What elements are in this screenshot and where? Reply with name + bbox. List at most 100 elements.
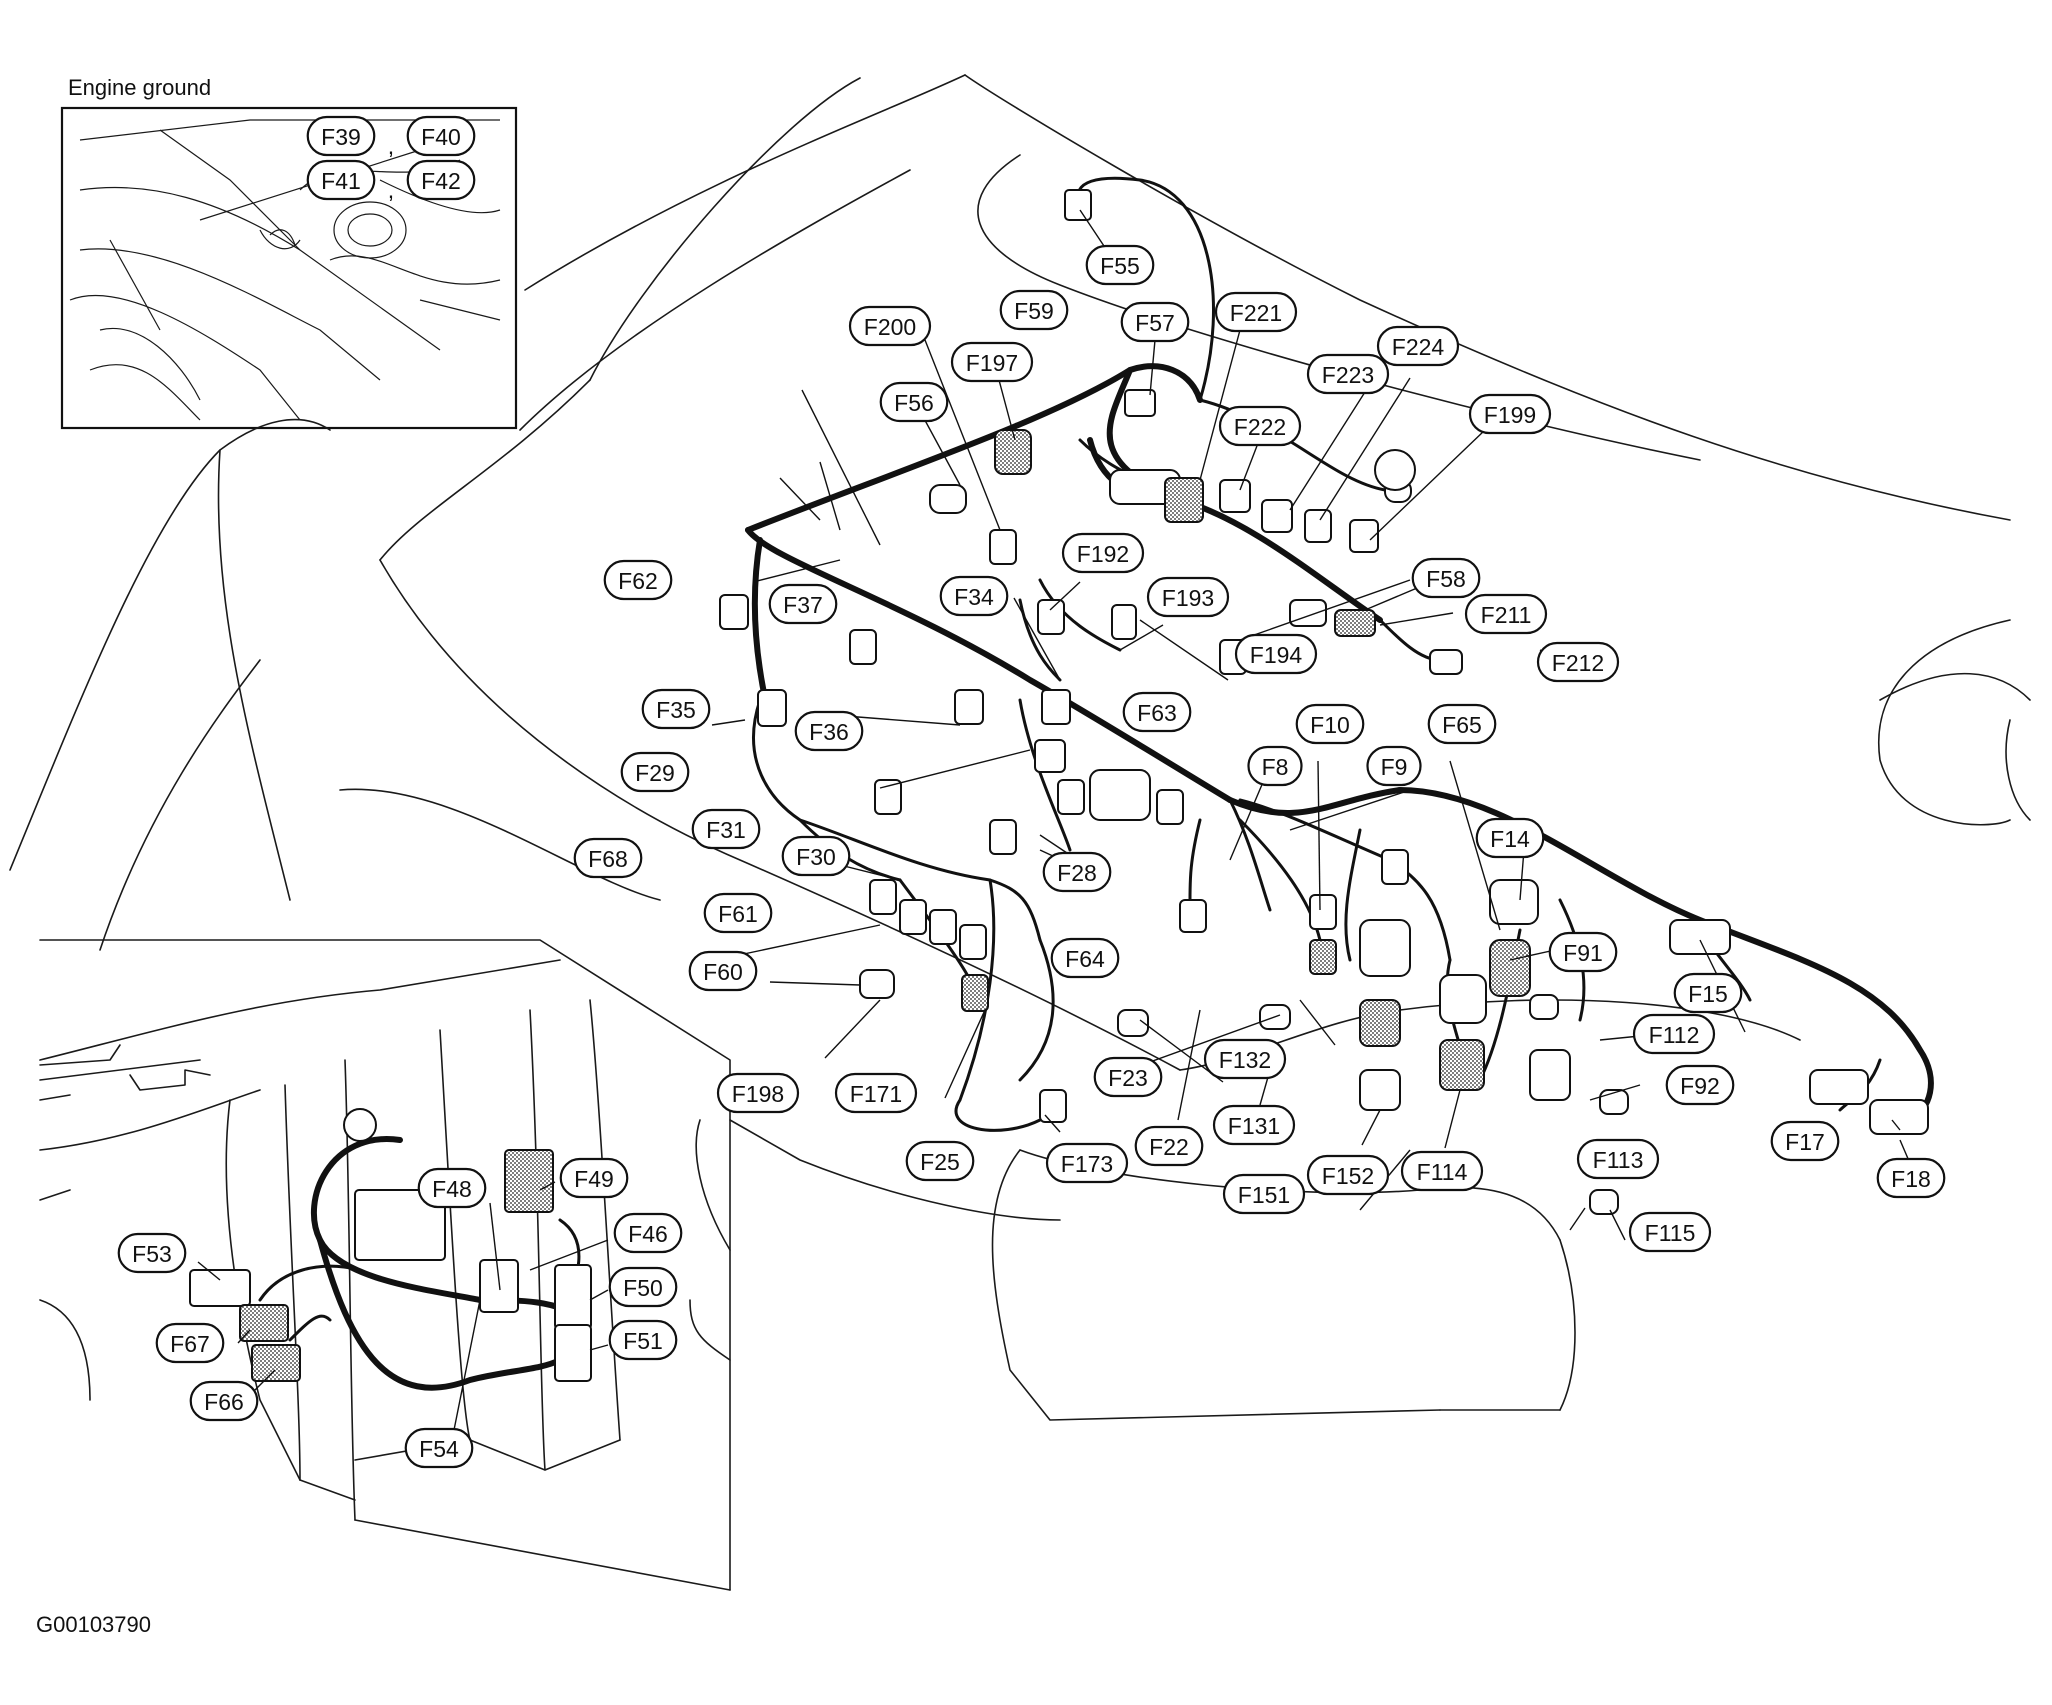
callout-box: [603, 559, 673, 601]
callout-label: F59: [1014, 298, 1054, 324]
figure-id: G00103790: [36, 1612, 151, 1637]
callout-box: [1673, 972, 1743, 1014]
callout-box: [1770, 1120, 1840, 1162]
callout-f193: F193: [1146, 576, 1230, 618]
callout-box: [879, 381, 949, 423]
callout-box: [691, 808, 761, 850]
callout-f221: F221: [1214, 291, 1298, 333]
callout-label: F30: [796, 844, 836, 870]
callout-label: F65: [1442, 712, 1482, 738]
callout-f30: F30: [781, 835, 851, 877]
callout-label: F50: [623, 1275, 663, 1301]
callout-label: F60: [703, 959, 743, 985]
callout-label: F18: [1891, 1166, 1931, 1192]
callout-label: F132: [1219, 1047, 1271, 1073]
callout-box: [1134, 1125, 1204, 1167]
callout-f48: F48: [417, 1167, 487, 1209]
callout-box: [1120, 301, 1190, 343]
callout-box: [716, 1072, 800, 1114]
callout-box: [641, 688, 711, 730]
callout-label: F66: [204, 1389, 244, 1415]
callout-box: [1222, 1173, 1306, 1215]
callout-f91: F91: [1548, 931, 1618, 973]
callout-f113: F113: [1576, 1138, 1660, 1180]
callout-box: [1045, 1142, 1129, 1184]
callout-label: F212: [1552, 650, 1604, 676]
callout-label: F61: [718, 901, 758, 927]
callout-f40: F40: [406, 115, 476, 157]
callout-label: F193: [1162, 585, 1214, 611]
callout-label: F54: [419, 1436, 459, 1462]
callout-f56: F56: [879, 381, 949, 423]
callout-f10: F10: [1295, 703, 1365, 745]
callout-f35: F35: [641, 688, 711, 730]
callout-f223: F223: [1306, 353, 1390, 395]
callout-label: F223: [1322, 362, 1374, 388]
callout-label: F200: [864, 314, 916, 340]
callout-box: [781, 835, 851, 877]
callout-label: F55: [1100, 253, 1140, 279]
callout-box: [1628, 1211, 1712, 1253]
callout-label: F151: [1238, 1182, 1290, 1208]
callout-box: [794, 710, 864, 752]
callout-f14: F14: [1475, 817, 1545, 859]
callout-box: [613, 1212, 683, 1254]
callout-f51: F51: [608, 1319, 678, 1361]
callout-label: F23: [1108, 1065, 1148, 1091]
callout-label: F29: [635, 760, 675, 786]
callout-f200: F200: [848, 305, 932, 347]
callout-label: F51: [623, 1328, 663, 1354]
callout-f8: F8: [1247, 745, 1303, 787]
callout-f114: F114: [1400, 1150, 1484, 1192]
callout-f42: F42: [406, 159, 476, 201]
callout-f222: F222: [1218, 405, 1302, 447]
callout-label: F41: [321, 168, 361, 194]
callout-f46: F46: [613, 1212, 683, 1254]
callout-box: [417, 1167, 487, 1209]
callout-box: [608, 1266, 678, 1308]
callout-box: [688, 950, 758, 992]
callout-box: [155, 1322, 225, 1364]
callout-box: [834, 1072, 918, 1114]
callout-f50: F50: [608, 1266, 678, 1308]
callout-box: [1093, 1056, 1163, 1098]
callout-f192: F192: [1061, 532, 1145, 574]
callout-f197: F197: [950, 341, 1034, 383]
callout-box: [1400, 1150, 1484, 1192]
callout-f92: F92: [1665, 1064, 1735, 1106]
callout-box: [1306, 353, 1390, 395]
callout-label: F113: [1593, 1147, 1644, 1173]
callout-label: F64: [1065, 946, 1105, 972]
callout-label: F49: [574, 1166, 614, 1192]
callout-f65: F65: [1427, 703, 1497, 745]
callout-box: [559, 1157, 629, 1199]
callout-label: F63: [1137, 700, 1177, 726]
callout-f23: F23: [1093, 1056, 1163, 1098]
callout-label: F222: [1234, 414, 1286, 440]
callout-label: F39: [321, 124, 361, 150]
callout-label: F221: [1230, 300, 1282, 326]
callout-f17: F17: [1770, 1120, 1840, 1162]
callout-f151: F151: [1222, 1173, 1306, 1215]
callout-label: F211: [1481, 602, 1532, 628]
callout-f112: F112: [1632, 1013, 1716, 1055]
callout-f15: F15: [1673, 972, 1743, 1014]
callout-box: [1468, 393, 1552, 435]
callout-f31: F31: [691, 808, 761, 850]
callout-box: [406, 159, 476, 201]
callout-f68: F68: [573, 837, 643, 879]
callout-label: F17: [1785, 1129, 1825, 1155]
callout-label: F14: [1490, 826, 1530, 852]
callout-f173: F173: [1045, 1142, 1129, 1184]
callout-box: [117, 1232, 187, 1274]
callout-label: F197: [966, 350, 1018, 376]
callout-f132: F132: [1203, 1038, 1287, 1080]
callout-box: [1427, 703, 1497, 745]
callout-f212: F212: [1536, 641, 1620, 683]
comma-separator: ,: [388, 133, 394, 159]
callout-label: F114: [1417, 1159, 1468, 1185]
callout-f64: F64: [1050, 937, 1120, 979]
callout-label: F25: [920, 1149, 960, 1175]
callout-box: [1376, 325, 1460, 367]
